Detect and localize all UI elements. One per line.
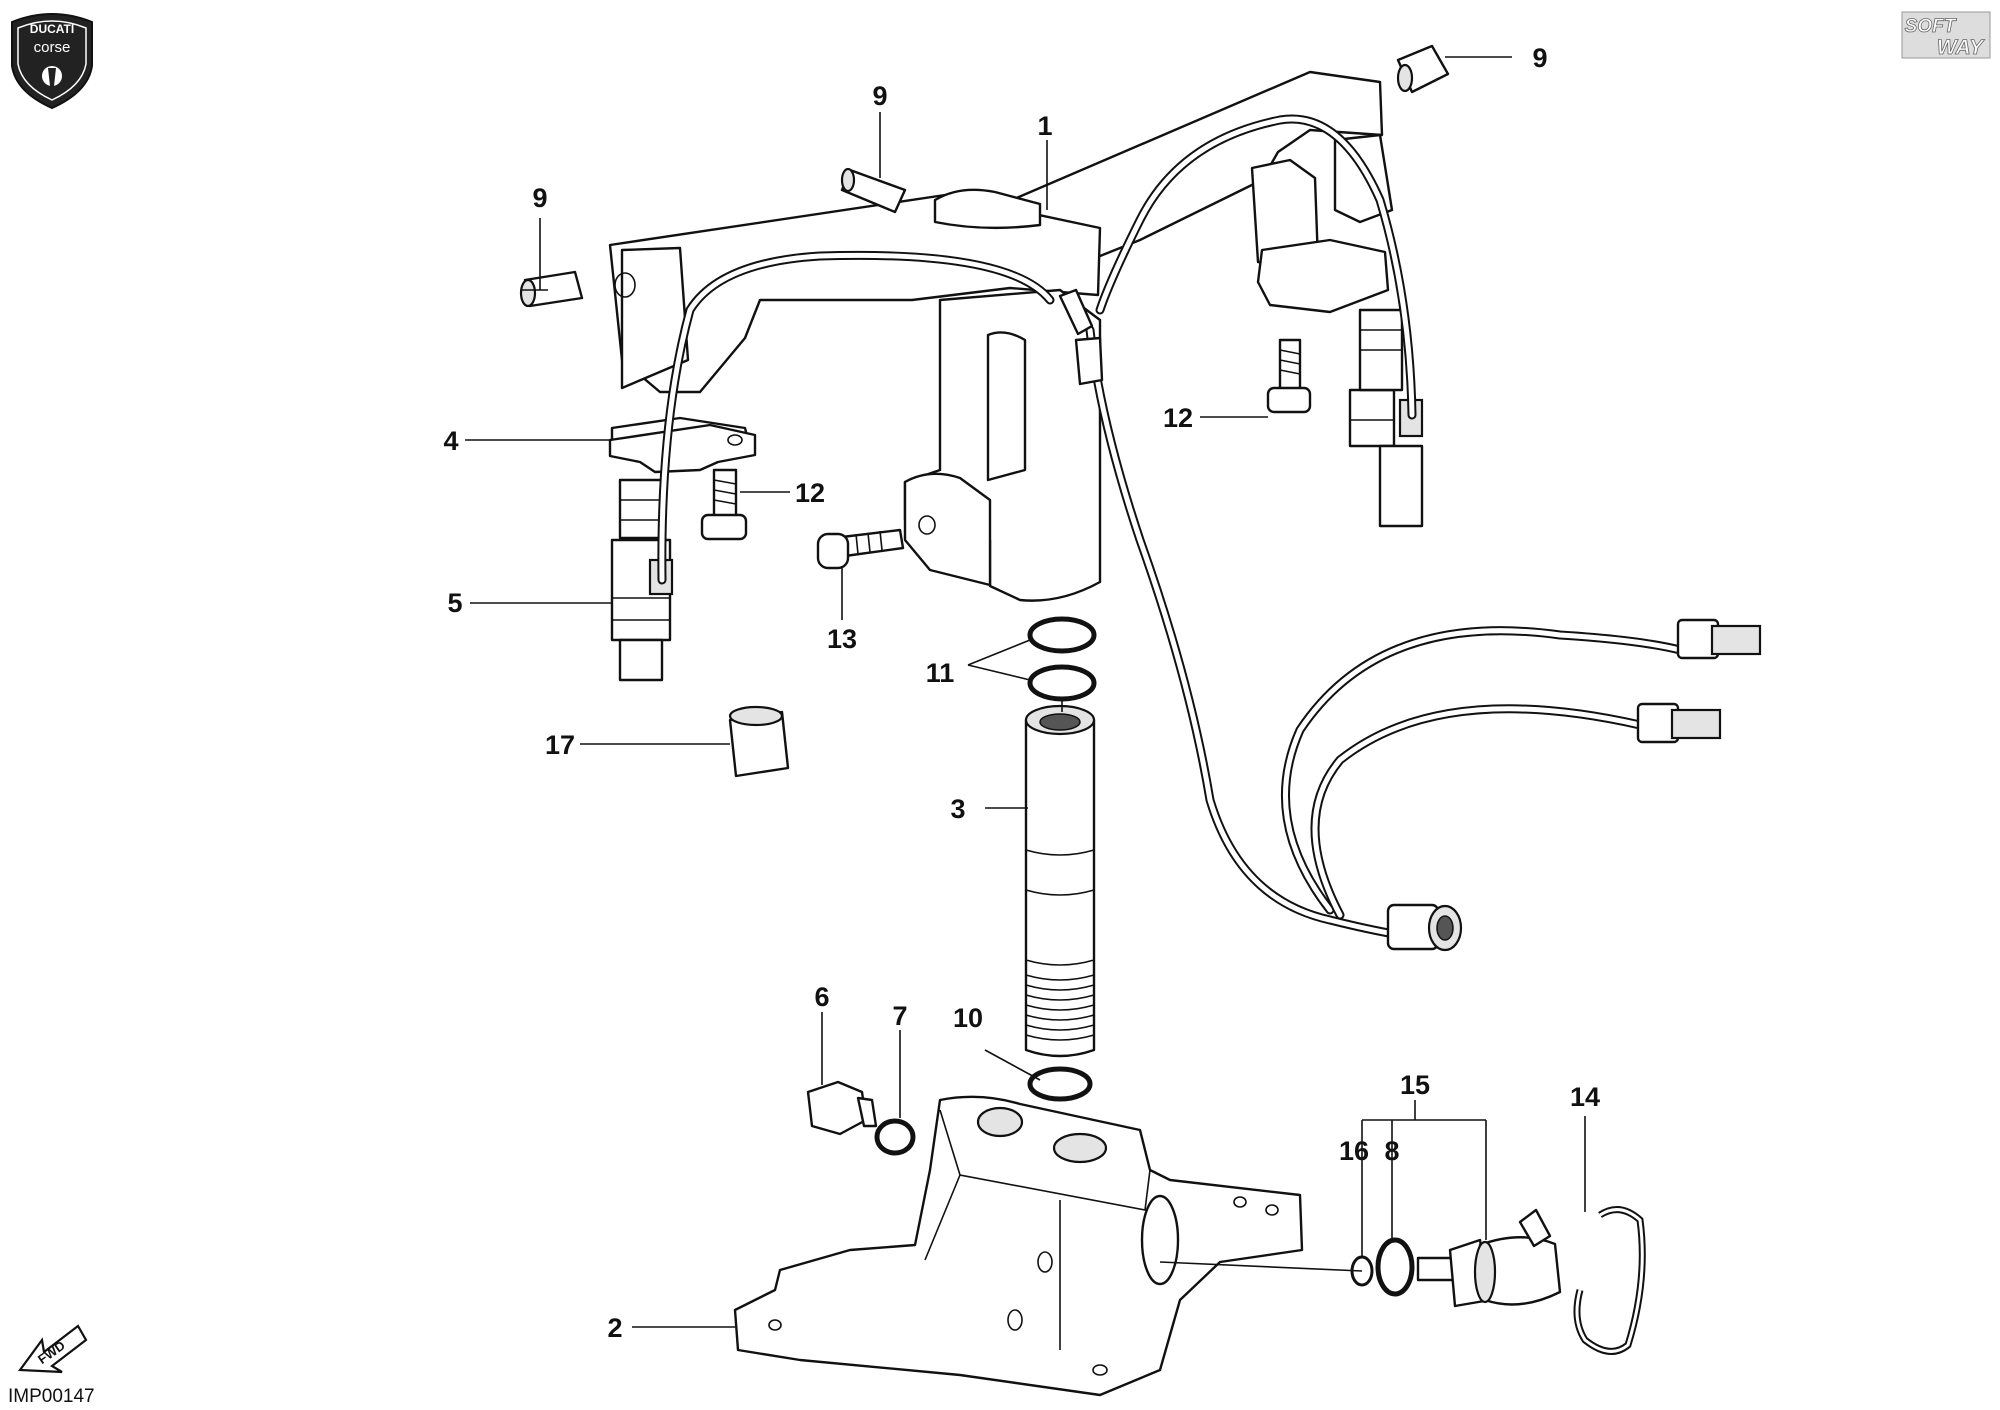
logo-text-top: DUCATI <box>30 22 74 36</box>
drawing-code: IMP00147 <box>8 1386 95 1407</box>
callout-15: 15 <box>1400 1070 1430 1100</box>
callout-6: 6 <box>814 982 829 1012</box>
soft-way-logo: SOFT WAY <box>1901 11 1991 59</box>
logo-text-bottom: corse <box>34 39 71 56</box>
part-5-sensor-right <box>1348 308 1424 528</box>
callout-9-left: 9 <box>532 183 547 213</box>
callout-12-left: 12 <box>795 478 825 508</box>
part-14-circlip <box>1573 1206 1646 1355</box>
assembly-axis-line <box>1159 1261 1363 1272</box>
part-12-cap-screw-left <box>700 468 748 541</box>
part-12-cap-screw-right <box>1266 338 1312 414</box>
callout-9-mid: 9 <box>872 81 887 111</box>
leader-lines <box>465 56 1586 1328</box>
callout-11: 11 <box>926 658 955 688</box>
callout-10: 10 <box>953 1003 983 1033</box>
part-9-set-screw-mid <box>840 167 907 214</box>
fwd-arrow-icon: FWD <box>17 1324 88 1374</box>
callout-14: 14 <box>1570 1082 1600 1112</box>
callout-5: 5 <box>447 588 462 618</box>
cable-harness <box>657 114 1762 952</box>
callout-7: 7 <box>892 1001 907 1031</box>
part-13-bolt <box>816 528 905 570</box>
part-17-bushing <box>728 705 790 778</box>
callout-17: 17 <box>545 730 575 760</box>
soft-way-text-bottom: WAY <box>1937 36 1985 59</box>
part-10-o-ring <box>1027 1066 1093 1102</box>
part-1-bracket <box>608 70 1394 602</box>
part-6-bolt <box>806 1080 878 1136</box>
part-2-housing <box>733 1095 1304 1397</box>
callout-4: 4 <box>443 426 458 456</box>
part-9-set-screw-left <box>519 270 584 308</box>
ducati-corse-logo: DUCATI corse <box>11 13 93 110</box>
part-11-o-ring-upper <box>1027 616 1097 654</box>
callout-3: 3 <box>950 794 965 824</box>
callout-9-right: 9 <box>1532 43 1547 73</box>
callout-labels: 1 2 3 4 5 6 7 8 9 9 9 10 11 12 12 13 14 … <box>443 43 1600 1343</box>
part-15-valve-assembly <box>1416 1208 1562 1308</box>
callout-13: 13 <box>827 624 857 654</box>
callout-16: 16 <box>1339 1136 1369 1166</box>
part-9-set-screw-right <box>1396 44 1450 94</box>
part-3-shaft <box>1024 704 1096 1058</box>
part-4-clamp-plate <box>608 423 757 474</box>
part-11-o-ring-lower <box>1027 664 1097 702</box>
callout-12-right: 12 <box>1163 403 1193 433</box>
soft-way-text-top: SOFT <box>1905 16 1957 37</box>
callout-8: 8 <box>1384 1136 1399 1166</box>
callout-1: 1 <box>1037 111 1052 141</box>
part-7-washer <box>874 1118 916 1156</box>
part-8-washer <box>1375 1237 1415 1297</box>
callout-2: 2 <box>607 1313 622 1343</box>
